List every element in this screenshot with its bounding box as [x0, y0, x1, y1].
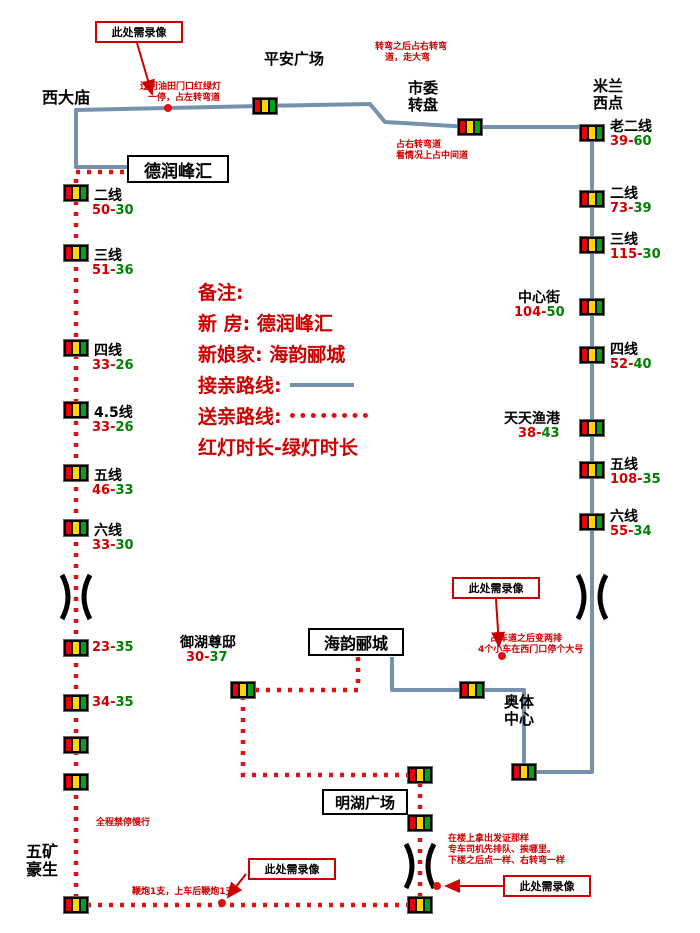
place-shiwei-zhuanpan: 市委 转盘: [408, 79, 439, 115]
station-timing: 38-43: [518, 426, 560, 441]
yuhu-timing: 30-37: [186, 650, 228, 665]
station-timing: 33-26: [92, 420, 134, 435]
traffic-light-icon: [407, 814, 433, 832]
annotation-aoti: 占车道之后变两排 4个小车在西门口停个大号: [478, 634, 584, 655]
station-timing: 33-30: [92, 538, 134, 553]
station-timing: 50-30: [92, 203, 134, 218]
station-timing: 108-35: [610, 472, 661, 487]
station-name: 4.5线: [94, 405, 133, 421]
place-wukuang-haosheng: 五矿 豪生: [26, 842, 59, 880]
railway-crossing-icon: [578, 575, 606, 619]
legend-escort-route: 送亲路线:: [198, 400, 368, 431]
station-timing: 52-40: [610, 357, 652, 372]
station-name: 三线: [94, 248, 122, 264]
station-timing: 55-34: [610, 524, 652, 539]
station-timing: 33-26: [92, 358, 134, 373]
traffic-light-icon: [407, 766, 433, 784]
traffic-light-icon: [63, 896, 89, 914]
legend-title: 备注:: [198, 282, 244, 304]
place-milan-xidian: 米兰 西点: [593, 77, 624, 113]
station-timing: 34-35: [92, 695, 134, 710]
place-pingan-guangchang: 平安广场: [264, 50, 325, 68]
traffic-light-icon: [579, 419, 605, 437]
station-name: 中心街: [518, 290, 560, 306]
record-callout: 此处需录像: [95, 21, 183, 43]
station-timing: 51-36: [92, 263, 134, 278]
station-name: 老二线: [610, 119, 652, 135]
station-name: 五线: [94, 468, 122, 484]
traffic-light-icon: [579, 124, 605, 142]
place-derun-fenghui-box: 德润峰汇: [127, 155, 229, 183]
annotation-no-stop: 全程禁停慢行: [96, 818, 151, 828]
marker-dot: [433, 882, 441, 890]
legend-new-house: 新 房: 德润峰汇: [198, 313, 333, 335]
place-minghu-guangchang-box: 明湖广场: [322, 789, 408, 815]
station-name: 三线: [610, 232, 638, 248]
record-callout: 此处需录像: [248, 858, 336, 880]
traffic-light-icon: [63, 464, 89, 482]
red-dotted-sample: [289, 413, 368, 418]
traffic-light-icon: [579, 346, 605, 364]
traffic-light-icon: [579, 298, 605, 316]
legend-bride-home: 新娘家: 海韵郦城: [198, 344, 346, 366]
station-name: 四线: [610, 342, 638, 358]
place-haiyun-licheng-box: 海韵郦城: [308, 628, 404, 656]
traffic-light-icon: [63, 694, 89, 712]
station-timing: 23-35: [92, 640, 134, 655]
marker-dot: [164, 104, 172, 112]
traffic-light-icon: [63, 401, 89, 419]
traffic-light-icon: [63, 519, 89, 537]
station-name: 天天渔港: [504, 411, 560, 427]
traffic-light-icon: [63, 639, 89, 657]
annotation-bottom-right: 在楼上拿出发证那样 专车司机先排队、挨哪里。 下楼之后点一样、右转弯一样: [448, 834, 566, 866]
legend: 备注: 新 房: 德润峰汇 新娘家: 海韵郦城 接亲路线: 送亲路线: 红灯时长…: [198, 276, 368, 462]
traffic-light-icon: [63, 773, 89, 791]
traffic-light-icon: [511, 763, 537, 781]
legend-timing-note: 红灯时长-绿灯时长: [198, 437, 358, 459]
place-xidamiao: 西大庙: [42, 88, 91, 107]
traffic-light-icon: [63, 184, 89, 202]
station-timing: 73-39: [610, 201, 652, 216]
station-timing: 104-50: [514, 305, 565, 320]
traffic-light-icon: [407, 896, 433, 914]
annotation-turn-right: 转弯之后占右转弯 道，走大弯: [375, 42, 448, 63]
station-timing: 46-33: [92, 483, 134, 498]
station-timing: 115-30: [610, 247, 661, 262]
legend-pickup-route: 接亲路线:: [198, 369, 368, 400]
annotation-firecracker: 鞭炮1支，上车后鞭炮1支: [132, 887, 235, 897]
station-name: 五线: [610, 457, 638, 473]
traffic-light-icon: [63, 736, 89, 754]
traffic-light-icon: [230, 681, 256, 699]
marker-dot: [218, 899, 226, 907]
station-name: 六线: [610, 509, 638, 525]
station-name: 六线: [94, 523, 122, 539]
annotation-liaohe: 辽河油田门口红绿灯 一停，占左转弯道: [140, 82, 222, 103]
traffic-light-icon: [459, 681, 485, 699]
station-name: 二线: [94, 188, 122, 204]
traffic-light-icon: [579, 190, 605, 208]
traffic-light-icon: [579, 236, 605, 254]
place-yuhu-zundi: 御湖尊邸: [180, 635, 236, 651]
station-name: 二线: [610, 186, 638, 202]
blue-line-sample: [289, 382, 354, 387]
traffic-light-icon: [63, 244, 89, 262]
traffic-light-icon: [252, 97, 278, 115]
place-aoti-zhongxin: 奥体 中心: [504, 693, 535, 729]
traffic-light-icon: [579, 461, 605, 479]
traffic-light-icon: [579, 513, 605, 531]
annotation-shiwei: 占右转弯道 看情况上占中间道: [396, 140, 469, 161]
railway-crossing-icon: [62, 575, 90, 619]
traffic-light-icon: [63, 339, 89, 357]
record-callout: 此处需录像: [503, 875, 591, 897]
railway-crossing-icon: [406, 844, 434, 888]
record-callout: 此处需录像: [452, 577, 540, 599]
station-timing: 39-60: [610, 134, 652, 149]
traffic-light-icon: [457, 118, 483, 136]
station-name: 四线: [94, 343, 122, 359]
